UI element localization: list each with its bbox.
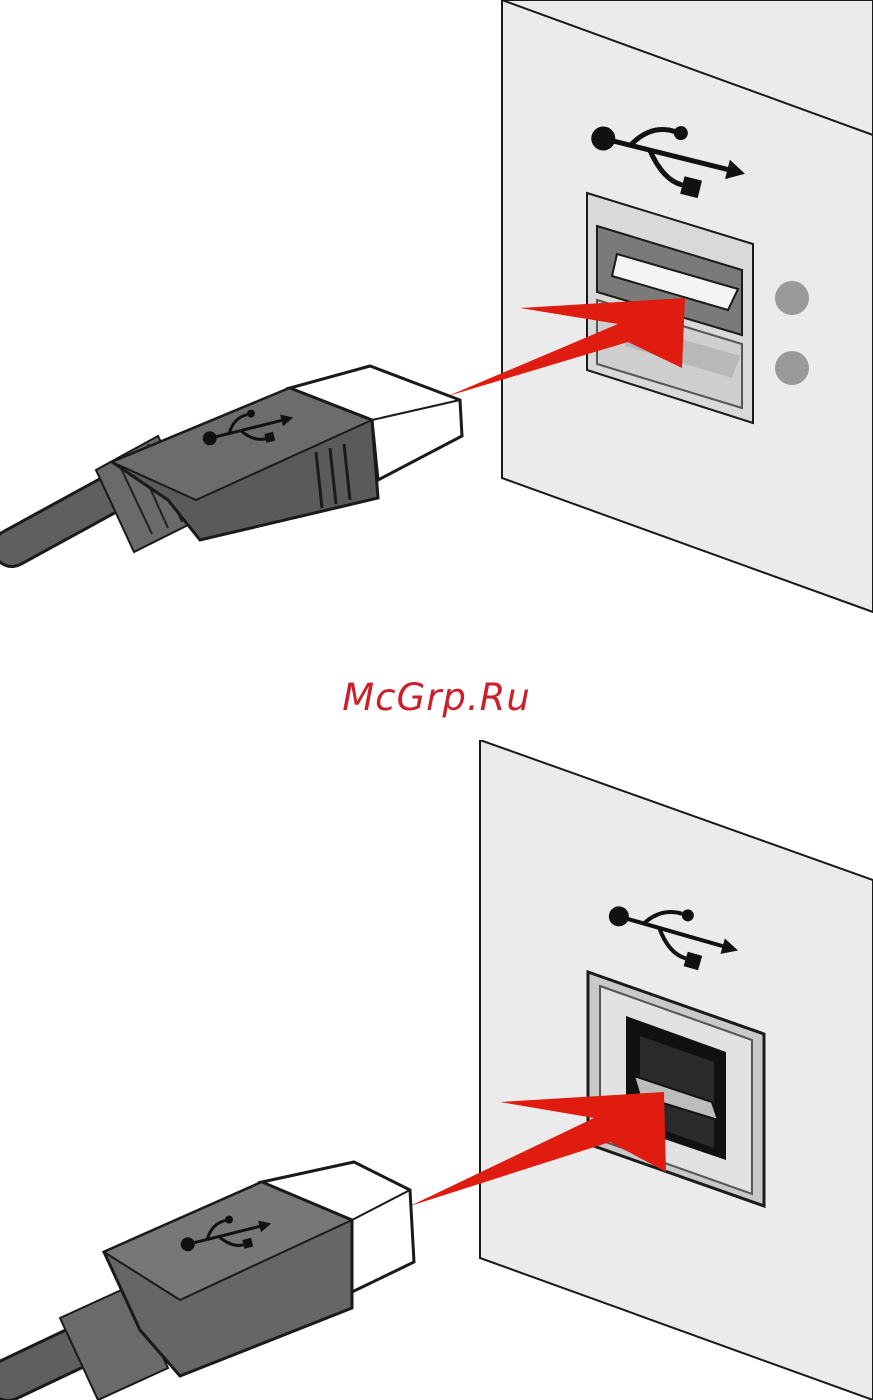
usb-a-connection-illustration xyxy=(0,0,873,640)
watermark-text: McGrp.Ru xyxy=(0,676,873,719)
usb-b-connection-illustration xyxy=(0,740,873,1400)
usb-b-illustration-svg xyxy=(0,740,873,1400)
led-indicator-1 xyxy=(775,281,809,315)
led-indicator-2 xyxy=(775,351,809,385)
usb-a-illustration-svg xyxy=(0,0,873,640)
